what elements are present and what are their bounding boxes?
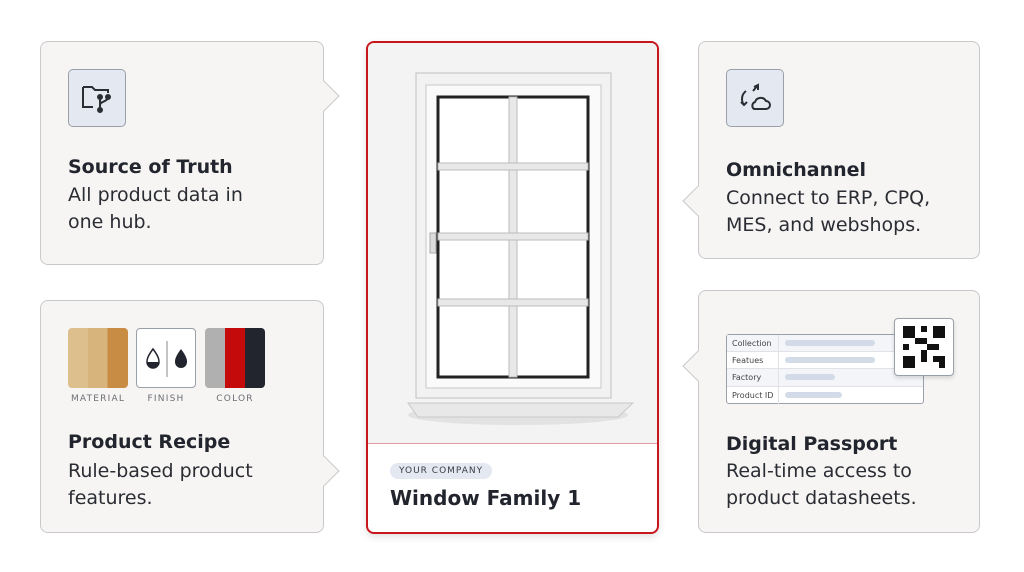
swatch-label: MATERIAL [70,394,126,404]
swatch-label: COLOR [216,394,254,404]
product-recipe-card: MATERIAL FINISH COLOR Product Recipe Rul… [40,300,340,533]
card-description: Connect to ERP, CPQ,MES, and webshops. [726,187,931,236]
color-swatch[interactable] [205,328,265,388]
product-name: Window Family 1 [390,486,582,510]
card-title: Omnichannel [726,159,867,181]
cloud-sync-icon [726,69,784,127]
card-title: Digital Passport [726,433,898,455]
passport-table: Collection Featues Factory Product ID [726,334,924,404]
finish-swatch[interactable] [136,328,196,388]
card-pointer [682,185,714,217]
material-swatch[interactable] [68,328,128,388]
card-pointer [682,350,714,382]
window-image [368,43,657,444]
company-badge: YOUR COMPANY [390,463,493,479]
omnichannel-card: Omnichannel Connect to ERP, CPQ,MES, and… [682,41,980,259]
card-title: Source of Truth [68,156,233,178]
card-pointer [308,455,340,487]
digital-passport-card: Collection Featues Factory Product ID Di… [682,290,980,533]
product-card[interactable]: YOUR COMPANY Window Family 1 [366,41,659,534]
card-title: Product Recipe [68,431,231,453]
folder-branch-icon [68,69,126,127]
swatch-label: FINISH [147,394,185,404]
card-pointer [308,80,340,112]
qr-code-icon [894,318,954,376]
